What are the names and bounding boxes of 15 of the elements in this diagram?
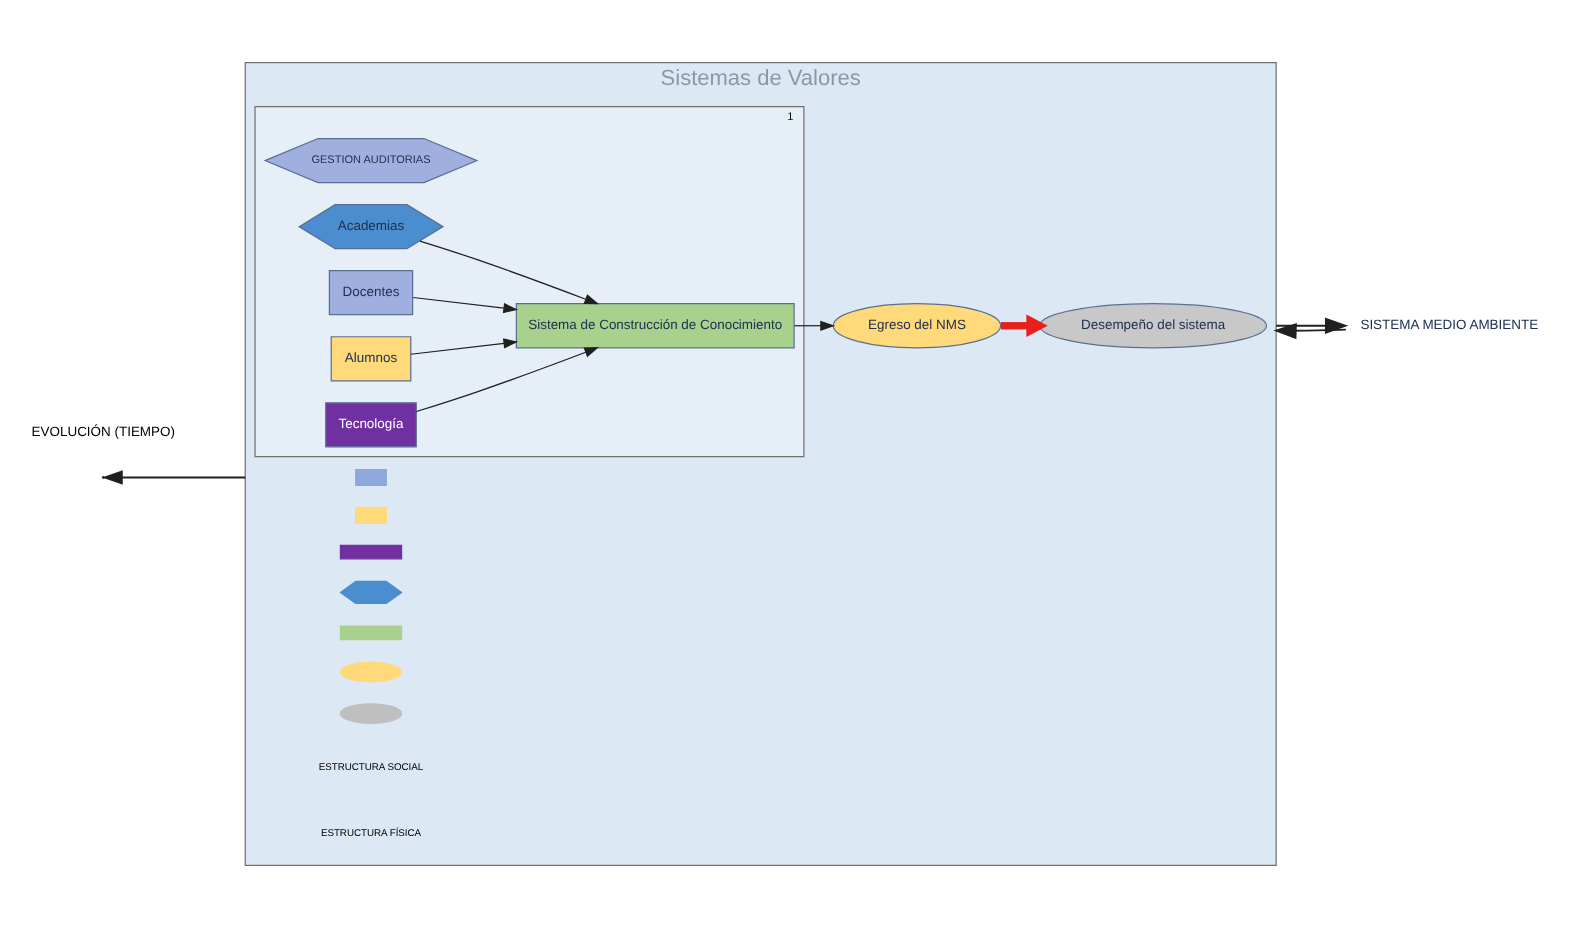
node-box [355,506,387,524]
arrow [410,338,519,355]
arrow [1273,323,1347,340]
arrow [419,240,600,305]
node-box [355,468,387,487]
node-bar [339,544,403,560]
arrow [1275,317,1349,334]
arrow [415,347,600,413]
node-ellipse [339,661,403,683]
node-hexagon [339,580,403,605]
node-bar [339,625,403,641]
arrow [793,320,835,331]
node-ellipse [339,703,403,724]
arrow [1000,314,1048,337]
arrow [412,296,519,314]
